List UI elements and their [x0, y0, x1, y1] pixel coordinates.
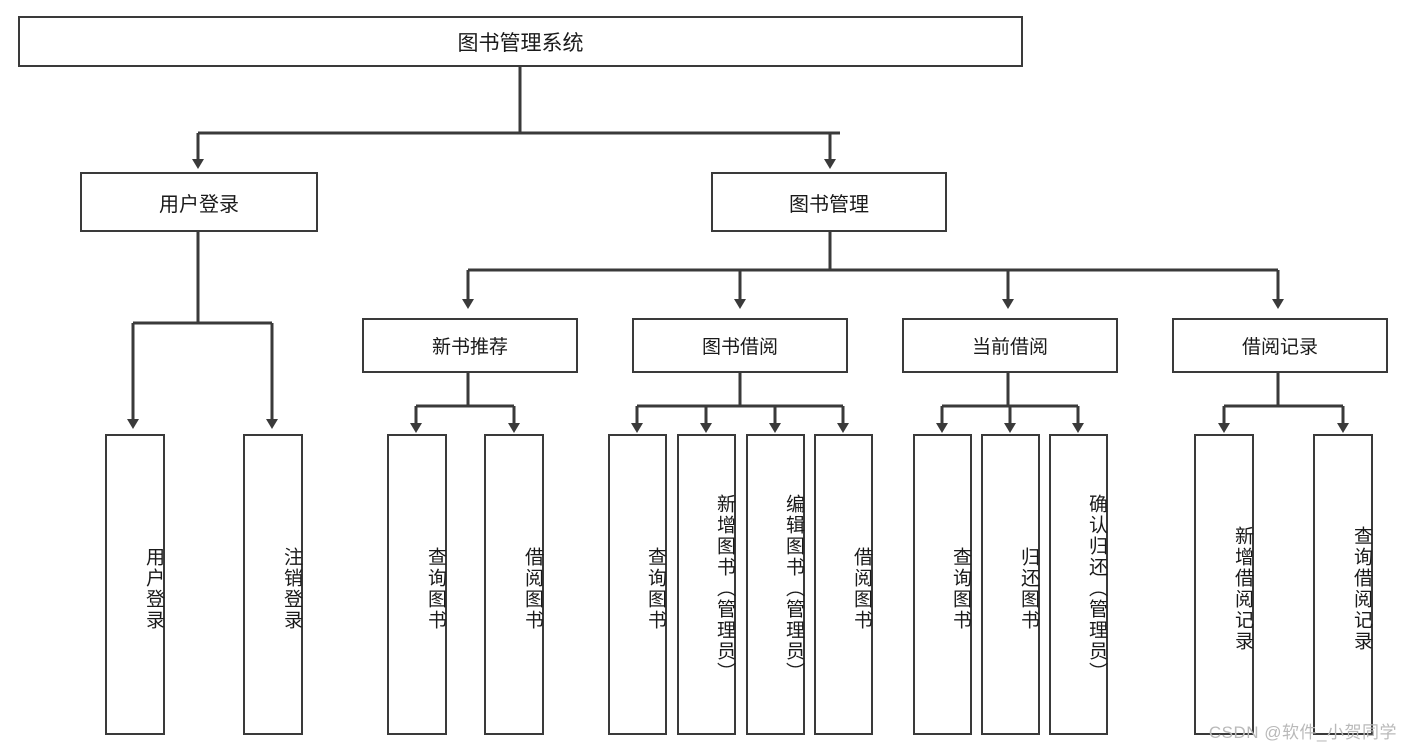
node-label: 查询借阅记录 — [1351, 525, 1372, 652]
node-label: 新增借阅记录 — [1232, 525, 1253, 652]
leaf-query-book-borrow[interactable]: 查询图书 — [608, 434, 667, 735]
leaf-return-book[interactable]: 归还图书 — [981, 434, 1040, 735]
leaf-query-book-newbook[interactable]: 查询图书 — [387, 434, 447, 735]
node-label: 借阅记录 — [1241, 337, 1318, 358]
node-label: 当前借阅 — [971, 337, 1048, 358]
node-label: 图书管理系统 — [457, 31, 584, 55]
node-user-login[interactable]: 用户登录 — [80, 172, 318, 232]
node-label: 注销登录 — [281, 546, 302, 631]
node-label: 用户登录 — [143, 546, 164, 631]
leaf-edit-book-admin[interactable]: 编辑图书（管理员） — [746, 434, 805, 735]
node-new-book-recommendation[interactable]: 新书推荐 — [362, 318, 578, 373]
node-label: 查询图书 — [425, 546, 446, 631]
node-borrowing-record[interactable]: 借阅记录 — [1172, 318, 1388, 373]
node-book-management[interactable]: 图书管理 — [711, 172, 947, 232]
node-label: 归还图书 — [1018, 546, 1039, 631]
leaf-add-book-admin[interactable]: 新增图书（管理员） — [677, 434, 736, 735]
node-root-book-management-system[interactable]: 图书管理系统 — [18, 16, 1023, 67]
leaf-query-book-current[interactable]: 查询图书 — [913, 434, 972, 735]
leaf-confirm-return-admin[interactable]: 确认归还（管理员） — [1049, 434, 1108, 735]
leaf-borrow-book-newbook[interactable]: 借阅图书 — [484, 434, 544, 735]
node-label: 图书管理 — [789, 193, 869, 216]
node-label: 确认归还（管理员） — [1086, 494, 1107, 683]
leaf-logout[interactable]: 注销登录 — [243, 434, 303, 735]
node-label: 编辑图书（管理员） — [783, 494, 804, 683]
watermark-text: CSDN @软件_小贺同学 — [1208, 723, 1397, 742]
node-label: 图书借阅 — [701, 337, 778, 358]
leaf-query-borrow-record[interactable]: 查询借阅记录 — [1313, 434, 1373, 735]
node-label: 查询图书 — [950, 546, 971, 631]
leaf-add-borrow-record[interactable]: 新增借阅记录 — [1194, 434, 1254, 735]
leaf-borrow-book[interactable]: 借阅图书 — [814, 434, 873, 735]
node-label: 用户登录 — [159, 193, 239, 216]
node-label: 查询图书 — [645, 546, 666, 631]
leaf-user-login[interactable]: 用户登录 — [105, 434, 165, 735]
node-label: 新增图书（管理员） — [714, 494, 735, 683]
node-label: 借阅图书 — [851, 546, 872, 631]
node-book-borrowing[interactable]: 图书借阅 — [632, 318, 848, 373]
node-current-borrowing[interactable]: 当前借阅 — [902, 318, 1118, 373]
node-label: 新书推荐 — [431, 337, 508, 358]
node-label: 借阅图书 — [522, 546, 543, 631]
